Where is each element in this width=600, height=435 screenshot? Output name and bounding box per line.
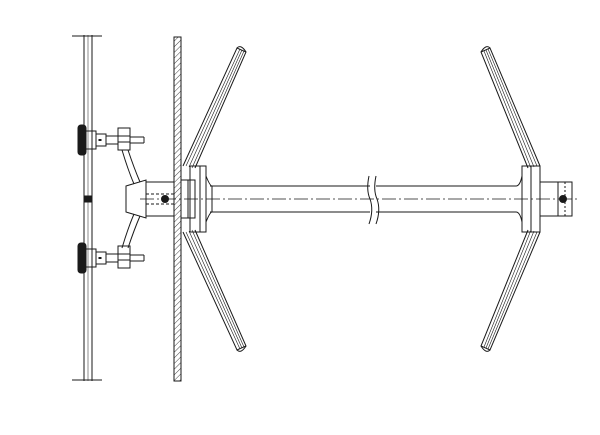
right-fitting [515,165,573,233]
right-cable-fan [480,46,541,352]
left-fitting [180,165,213,233]
left-cable-fan [182,46,247,352]
support-column [173,36,182,382]
point-fixing-lower [77,242,145,274]
glass-panel [72,35,102,381]
break-marks [367,175,380,225]
point-fixing-upper [77,124,145,156]
tie-rod [140,185,580,213]
